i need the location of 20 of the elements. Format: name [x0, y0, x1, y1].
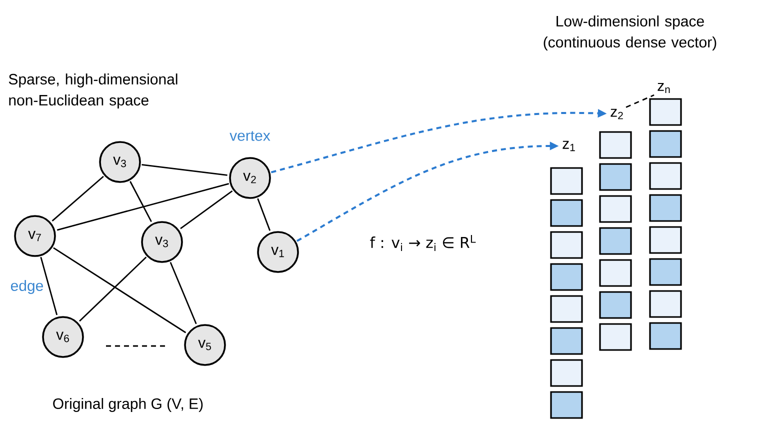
edge-line: [40, 256, 58, 316]
vector-label: z$_{n}$: [658, 82, 670, 94]
edge-line: [170, 262, 197, 324]
heading: Low-dimensionl space (continuous dense vector): [544, 16, 716, 50]
edge-line: [130, 181, 152, 222]
edge-line: [257, 198, 271, 231]
edge-line: [56, 183, 230, 231]
vector-label: z$_{1}$: [562, 140, 575, 152]
annotation: edge: [10, 280, 43, 294]
heading: Sparse, high-dimensional non-Euclidean space: [8, 74, 178, 108]
edge-line: [626, 94, 654, 108]
caption: Original graph G (V, E): [53, 398, 203, 412]
vector-label: z$_{2}$: [610, 108, 623, 120]
edge-line: [79, 256, 147, 322]
edge-line: [142, 164, 228, 176]
edge-line: [53, 247, 186, 334]
mapping-formula: f : v$_{i}$ → z$_{i}$ ∈ R$^{L}$: [370, 235, 476, 251]
edge-line: [180, 190, 233, 230]
edge-line: [52, 176, 104, 222]
annotation: vertex: [230, 131, 270, 141]
